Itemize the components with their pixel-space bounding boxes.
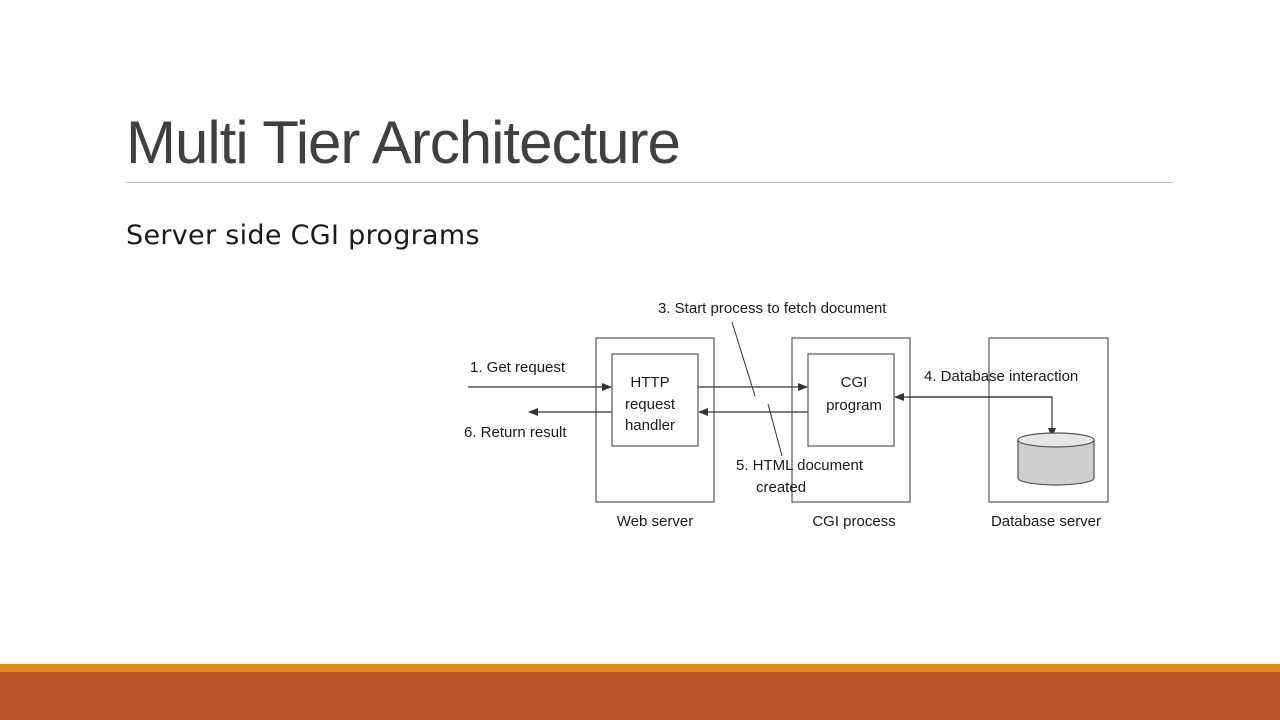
step3-leader xyxy=(731,321,756,397)
slide-subtitle: Server side CGI programs xyxy=(126,220,480,251)
http-handler-box xyxy=(611,353,699,447)
http-handler-line2: request xyxy=(625,396,676,413)
step1-label: 1. Get request xyxy=(470,359,566,376)
step6-label: 6. Return result xyxy=(464,424,567,441)
database-cylinder-icon xyxy=(1017,432,1095,486)
cgi-program-box xyxy=(807,353,895,447)
footer-band xyxy=(0,672,1280,720)
database-server-label: Database server xyxy=(991,513,1101,530)
step5-label-line1: 5. HTML document xyxy=(736,457,864,474)
step5-leader xyxy=(767,403,783,457)
step3-label: 3. Start process to fetch document xyxy=(658,300,887,317)
cgi-program-line1: CGI xyxy=(841,374,868,391)
title-divider xyxy=(126,182,1173,183)
db-interaction-down-arrow xyxy=(910,396,1056,438)
footer-accent-stripe xyxy=(0,664,1280,672)
cgi-process-label: CGI process xyxy=(812,513,895,530)
step4-label: 4. Database interaction xyxy=(924,368,1078,385)
cgi-architecture-diagram: 3. Start process to fetch document 1. Ge… xyxy=(464,300,1109,530)
http-handler-line3: handler xyxy=(625,417,675,434)
step5-label-line2: created xyxy=(756,479,806,496)
web-server-label: Web server xyxy=(617,513,693,530)
http-handler-line1: HTTP xyxy=(630,374,669,391)
slide-title: Multi Tier Architecture xyxy=(126,109,681,176)
cgi-program-line2: program xyxy=(826,397,882,414)
